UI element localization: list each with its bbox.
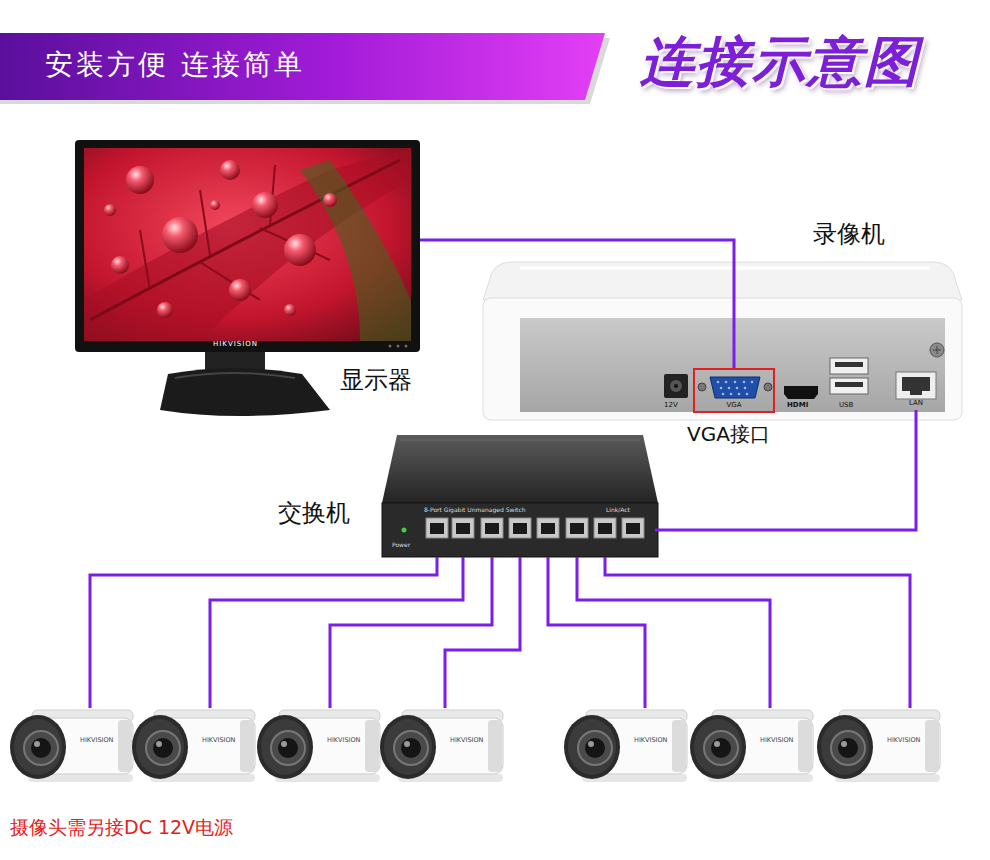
camera-drawing [817, 710, 940, 782]
monitor-drawing [75, 140, 420, 416]
camera: HIKVISION [130, 708, 255, 788]
camera: HIKVISION [378, 708, 503, 788]
lan-port: LAN [892, 368, 940, 410]
camera-drawing [690, 710, 813, 782]
cable [420, 240, 734, 368]
camera: HIKVISION [255, 708, 380, 788]
node-text: HIKVISION [450, 737, 483, 745]
port-label: HDMI [787, 401, 808, 409]
node-text: 交换机 [278, 499, 350, 528]
switch-drawing [382, 435, 658, 557]
vga-port: VGAVGA接口 [693, 368, 775, 413]
node-text: LAN [892, 399, 940, 407]
node-text: HIKVISION [760, 737, 793, 745]
cable [90, 557, 437, 708]
cable [210, 557, 463, 708]
camera-drawing [257, 710, 380, 782]
node-text: HIKVISION [887, 737, 920, 745]
nvr-recorder: 录像机VGAVGA接口LAN [485, 250, 960, 420]
header-text: 安装方便 连接简单 [45, 48, 305, 82]
cable [655, 410, 916, 530]
water-droplets [104, 160, 337, 318]
camera: HIKVISION [8, 708, 133, 788]
cable [445, 557, 520, 708]
node-text: HIKVISION [213, 340, 258, 348]
port-label: 12V [664, 401, 678, 409]
node-text: HIKVISION [327, 737, 360, 745]
cable [330, 557, 492, 708]
switch-led-label: Link/Act [606, 506, 630, 513]
node-text: HIKVISION [634, 737, 667, 745]
switch-led-label: Power [392, 541, 410, 548]
title: 连接示意图 [640, 30, 920, 95]
camera: HIKVISION [815, 708, 940, 788]
camera-drawing [132, 710, 255, 782]
cable [577, 557, 770, 708]
cameras [10, 710, 940, 782]
camera: HIKVISION [688, 708, 813, 788]
camera-drawing [10, 710, 133, 782]
header-band [0, 33, 610, 104]
switch-model-text: 8-Port Gigabit Unmanaged Switch [424, 506, 526, 513]
camera: HIKVISION [562, 708, 687, 788]
port-label: USB [839, 401, 853, 409]
camera-drawing [564, 710, 687, 782]
node-label: VGA接口 [687, 422, 770, 446]
node-text: VGA [695, 401, 773, 409]
monitor: HIKVISION 显示器 [75, 140, 420, 420]
node-text: 录像机 [813, 220, 885, 249]
node-text: HIKVISION [202, 737, 235, 745]
cable [605, 557, 910, 708]
nvr-drawing [483, 262, 962, 420]
node-text: HIKVISION [80, 737, 113, 745]
network-switch: 交换机 [380, 435, 655, 557]
node-label: 显示器 [340, 366, 412, 395]
power-note: 摄像头需另接DC 12V电源 [10, 816, 233, 839]
cable [548, 557, 645, 708]
camera-drawing [380, 710, 503, 782]
